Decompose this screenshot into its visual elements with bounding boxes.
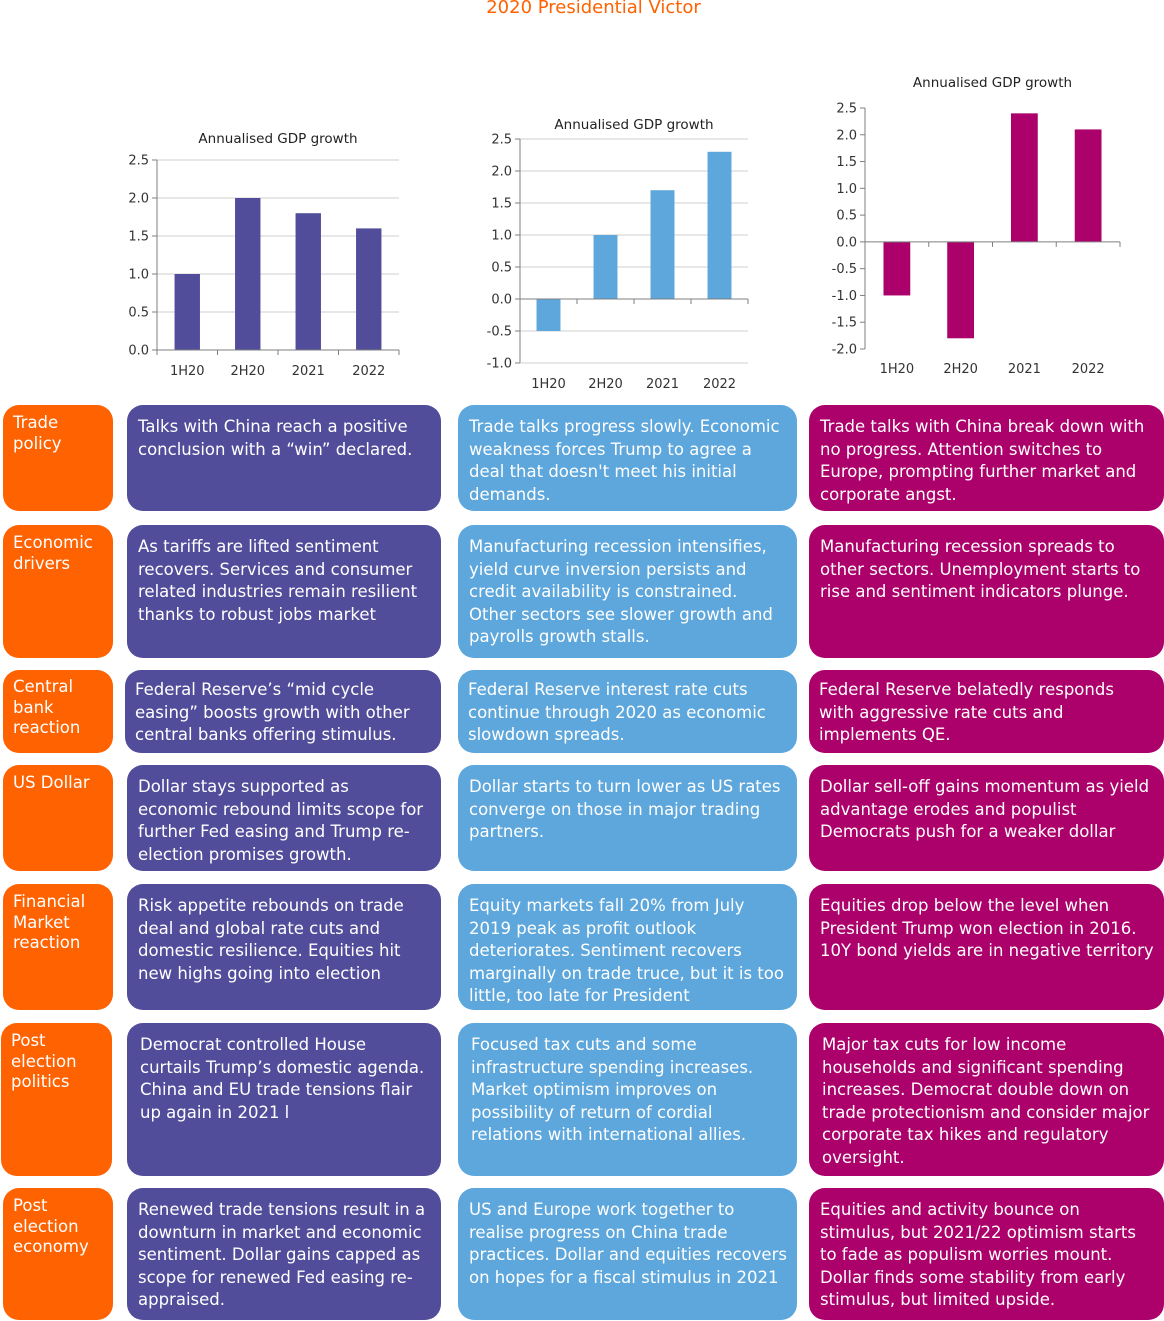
x-tick-label: 1H20 bbox=[531, 377, 566, 392]
x-tick-label: 2H20 bbox=[943, 362, 978, 377]
row-label-post-election-economy: Post election economy bbox=[3, 1188, 113, 1320]
x-tick-label: 2021 bbox=[292, 364, 325, 379]
page-title: 2020 Presidential Victor bbox=[486, 0, 701, 18]
economic-drivers-scenario-1: As tariffs are lifted sentiment recovers… bbox=[127, 525, 441, 658]
y-tick-label: 0.0 bbox=[836, 235, 857, 250]
y-tick-label: 1.5 bbox=[128, 230, 149, 245]
post-election-economy-scenario-3: Equities and activity bounce on stimulus… bbox=[809, 1188, 1164, 1320]
bar-2021 bbox=[1010, 113, 1038, 242]
row-label-trade-policy: Trade policy bbox=[3, 405, 113, 511]
x-tick-label: 2H20 bbox=[230, 364, 265, 379]
x-tick-label: 2021 bbox=[1008, 362, 1041, 377]
bar-1H20 bbox=[174, 274, 200, 350]
y-tick-label: 0.5 bbox=[836, 209, 857, 224]
row-label-economic-drivers: Economic drivers bbox=[3, 525, 113, 658]
x-tick-label: 2021 bbox=[646, 377, 679, 392]
economic-drivers-scenario-3: Manufacturing recession spreads to other… bbox=[809, 525, 1164, 658]
financial-market-scenario-2: Equity markets fall 20% from July 2019 p… bbox=[458, 884, 797, 1010]
bar-2021 bbox=[650, 190, 675, 299]
y-tick-label: -0.5 bbox=[832, 262, 857, 277]
x-tick-label: 2H20 bbox=[588, 377, 623, 392]
y-tick-label: 2.0 bbox=[128, 192, 149, 207]
central-bank-scenario-1: Federal Reserve’s “mid cycle easing” boo… bbox=[125, 670, 441, 753]
post-election-politics-scenario-2: Focused tax cuts and some infrastructure… bbox=[458, 1023, 797, 1176]
bar-1H20 bbox=[883, 241, 911, 296]
post-election-politics-scenario-1: Democrat controlled House curtails Trump… bbox=[127, 1023, 441, 1176]
us-dollar-scenario-1: Dollar stays supported as economic rebou… bbox=[127, 765, 441, 871]
bar-2H20 bbox=[235, 198, 261, 350]
gdp-chart-scenario-3: Annualised GDP growth -2.0 -1.5 -1.0 -0.5 0.0… bbox=[832, 75, 1121, 377]
bar-2H20 bbox=[947, 241, 975, 339]
y-tick-label: 1.0 bbox=[128, 268, 149, 283]
y-tick-label: -1.0 bbox=[832, 289, 857, 304]
trade-policy-scenario-1: Talks with China reach a positive conclu… bbox=[127, 405, 441, 511]
gdp-chart-scenario-2: Annualised GDP growth -1.0 -0.5 0.0 0.5 1.0 1.… bbox=[487, 117, 749, 392]
y-tick-label: 2.0 bbox=[836, 128, 857, 143]
chart-title: Annualised GDP growth bbox=[913, 75, 1072, 91]
us-dollar-scenario-2: Dollar starts to turn lower as US rates … bbox=[458, 765, 797, 871]
bar-2021 bbox=[295, 213, 321, 350]
us-dollar-scenario-3: Dollar sell-off gains momentum as yield … bbox=[809, 765, 1164, 871]
central-bank-scenario-3: Federal Reserve belatedly responds with … bbox=[809, 670, 1164, 753]
chart-title: Annualised GDP growth bbox=[198, 131, 357, 147]
y-tick-label: 0.5 bbox=[128, 306, 149, 321]
post-election-economy-scenario-1: Renewed trade tensions result in a downt… bbox=[127, 1188, 441, 1320]
y-tick-label: -1.0 bbox=[487, 357, 512, 372]
y-tick-label: -1.5 bbox=[832, 316, 857, 331]
x-tick-label: 2022 bbox=[703, 377, 736, 392]
y-tick-label: 1.5 bbox=[836, 155, 857, 170]
y-tick-label: -2.0 bbox=[832, 343, 857, 358]
bar-2H20 bbox=[593, 235, 618, 299]
chart-title: Annualised GDP growth bbox=[554, 117, 713, 133]
x-tick-label: 1H20 bbox=[170, 364, 205, 379]
gdp-chart-scenario-1: Annualised GDP growth 0.0 0.5 1.0 1.5 2.0 2.5 1… bbox=[128, 131, 400, 379]
row-label-us-dollar: US Dollar bbox=[3, 765, 113, 871]
y-tick-label: 0.0 bbox=[128, 344, 149, 359]
trade-policy-scenario-2: Trade talks progress slowly. Economic we… bbox=[458, 405, 797, 511]
trade-policy-scenario-3: Trade talks with China break down with n… bbox=[809, 405, 1164, 511]
post-election-economy-scenario-2: US and Europe work together to realise p… bbox=[458, 1188, 797, 1320]
economic-drivers-scenario-2: Manufacturing recession intensifies, yie… bbox=[458, 525, 797, 658]
bar-1H20 bbox=[536, 299, 561, 331]
bar-2022 bbox=[356, 228, 382, 350]
central-bank-scenario-2: Federal Reserve interest rate cuts conti… bbox=[458, 670, 797, 753]
row-label-financial-market-reaction: Financial Market reaction bbox=[3, 884, 113, 1010]
row-label-central-bank-reaction: Central bank reaction bbox=[3, 670, 113, 753]
post-election-politics-scenario-3: Major tax cuts for low income households… bbox=[809, 1023, 1164, 1176]
y-tick-label: 0.5 bbox=[491, 261, 512, 276]
x-tick-label: 2022 bbox=[1072, 362, 1105, 377]
y-tick-label: 1.0 bbox=[491, 229, 512, 244]
y-tick-label: -0.5 bbox=[487, 325, 512, 340]
row-label-post-election-politics: Post election politics bbox=[1, 1023, 112, 1176]
x-tick-label: 2022 bbox=[352, 364, 385, 379]
y-tick-label: 2.0 bbox=[491, 165, 512, 180]
financial-market-scenario-3: Equities drop below the level when Presi… bbox=[809, 884, 1164, 1010]
y-tick-label: 0.0 bbox=[491, 293, 512, 308]
bar-2022 bbox=[1074, 129, 1102, 242]
financial-market-scenario-1: Risk appetite rebounds on trade deal and… bbox=[127, 884, 441, 1010]
y-tick-label: 2.5 bbox=[836, 102, 857, 117]
y-tick-label: 2.5 bbox=[128, 154, 149, 169]
x-tick-label: 1H20 bbox=[880, 362, 915, 377]
y-tick-label: 1.5 bbox=[491, 197, 512, 212]
y-tick-label: 2.5 bbox=[491, 133, 512, 148]
bar-2022 bbox=[707, 151, 732, 299]
y-tick-label: 1.0 bbox=[836, 182, 857, 197]
